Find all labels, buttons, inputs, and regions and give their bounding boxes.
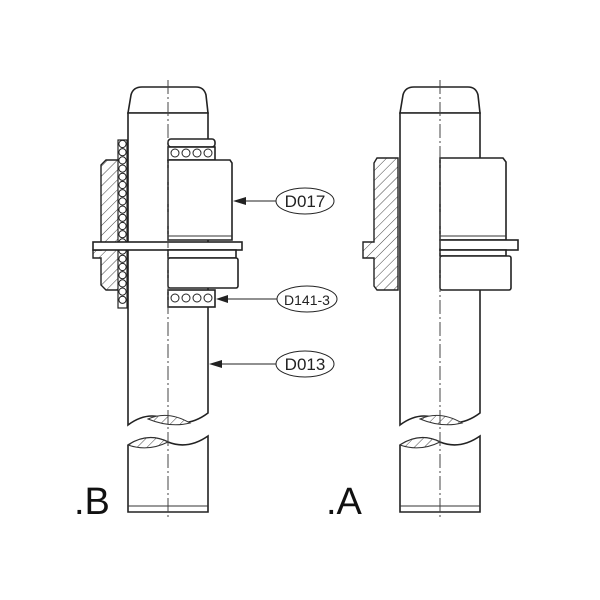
- ball: [203, 293, 213, 303]
- callout-d013: D013: [209, 350, 335, 378]
- ball: [118, 262, 127, 272]
- groove: [439, 249, 507, 257]
- ball: [118, 279, 127, 288]
- callout-label: D141-3: [284, 292, 330, 308]
- ball: [203, 148, 213, 158]
- collar: [439, 157, 507, 241]
- collar: [167, 159, 233, 241]
- callout-d017: D017: [233, 187, 335, 215]
- ball: [181, 148, 191, 158]
- spring-bottom: [167, 289, 216, 308]
- ball: [118, 189, 127, 198]
- ball: [118, 221, 127, 231]
- spring-coils-top: [170, 148, 213, 158]
- lower-ring: [167, 257, 239, 289]
- ball-bearings: [118, 139, 127, 304]
- assembly-a: [362, 80, 519, 520]
- ball: [118, 172, 127, 181]
- nut-section: [362, 157, 399, 291]
- ball: [118, 180, 127, 190]
- assembly-b: [92, 80, 243, 520]
- spring-coils-bottom: [170, 293, 213, 303]
- ball: [118, 230, 127, 239]
- ball: [118, 271, 127, 280]
- ball: [118, 295, 127, 304]
- view-label-b: .B: [74, 481, 110, 523]
- ball: [118, 287, 127, 296]
- ball: [118, 148, 127, 157]
- ball: [118, 213, 127, 222]
- break-hatch: [418, 414, 464, 426]
- ball: [170, 293, 180, 303]
- flange: [439, 239, 519, 251]
- callout-label: D013: [285, 355, 326, 374]
- ball: [118, 197, 127, 206]
- callout-label: D017: [285, 192, 326, 211]
- break-hatch: [146, 414, 192, 426]
- groove: [167, 249, 237, 259]
- lower-ring: [439, 255, 512, 291]
- spring-cap: [167, 138, 216, 148]
- ball: [118, 164, 127, 173]
- shaft-cap: [127, 86, 209, 114]
- ball: [170, 148, 180, 158]
- ball: [192, 293, 202, 303]
- ball: [181, 293, 191, 303]
- view-label-a: .A: [326, 481, 363, 523]
- ball: [118, 254, 127, 263]
- shaft-cap: [399, 86, 481, 114]
- nut-section: [92, 159, 121, 291]
- ball: [118, 205, 127, 214]
- callout-d141-3: D141-3: [216, 285, 338, 313]
- ball: [192, 148, 202, 158]
- ball: [118, 139, 127, 149]
- ball: [118, 156, 127, 165]
